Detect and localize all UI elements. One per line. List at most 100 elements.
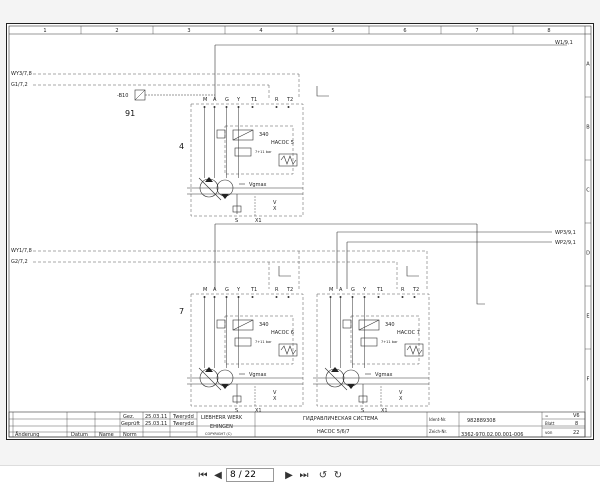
port-label: Y bbox=[236, 97, 241, 103]
small-label-v: V bbox=[273, 200, 277, 206]
rev-row-date-1: 25.03.11 bbox=[145, 414, 167, 420]
title-block: Gez. 25.03.11 Twerydd Geprüft 25.03.11 T… bbox=[8, 411, 586, 438]
signal-label-wy1: WY1/7,8 bbox=[11, 248, 32, 254]
small-label-v: V bbox=[273, 390, 277, 396]
first-page-icon[interactable]: ⏮ bbox=[198, 470, 208, 481]
column-number: 1 bbox=[43, 28, 46, 34]
small-label-x: X bbox=[273, 206, 277, 212]
rotate-left-icon[interactable]: ↺ bbox=[318, 470, 328, 481]
last-page-icon[interactable]: ⏭ bbox=[299, 470, 309, 481]
port-label: A bbox=[213, 97, 217, 103]
row-letter: A bbox=[586, 62, 590, 68]
ident-number: 982889308 bbox=[467, 418, 496, 424]
rev-row-date-2: 25.03.11 bbox=[145, 421, 167, 427]
port-label: G bbox=[351, 287, 355, 293]
vgmax-label: Vgmax bbox=[249, 182, 267, 188]
drawing-title: ГИДРАВЛИЧЕСКАЯ СИСТЕМА bbox=[303, 416, 378, 422]
rev-row-name-2: Twerydd bbox=[172, 421, 194, 427]
signal-label-g1: G1/7,2 bbox=[11, 82, 28, 88]
port-x1-label: X1 bbox=[255, 218, 262, 224]
footer-col-norm: Norm bbox=[123, 432, 137, 438]
pump-name: НАСОС 6 bbox=[271, 330, 294, 336]
signal-label-wy3: WY3/7,8 bbox=[11, 71, 32, 77]
row-letter: D bbox=[586, 251, 590, 257]
column-number: 8 bbox=[547, 28, 550, 34]
port-label: Y bbox=[236, 287, 241, 293]
valve-pressure: 340 bbox=[259, 322, 269, 328]
valve-pressure: 340 bbox=[259, 132, 269, 138]
port-label: A bbox=[339, 287, 343, 293]
port-label: M bbox=[329, 287, 333, 293]
company-name: LIEBHERR WERK bbox=[201, 415, 243, 421]
row-letter: E bbox=[586, 314, 589, 320]
drawing-subtitle: НАСОС 5/6/7 bbox=[317, 429, 350, 435]
signal-label-w1: W1/9,1 bbox=[555, 40, 573, 46]
footer-col-datum: Datum bbox=[71, 432, 88, 438]
port-label: A bbox=[213, 287, 217, 293]
port-s-label: S bbox=[235, 408, 238, 414]
ref-number-91: 91 bbox=[125, 109, 135, 118]
row-letter: B bbox=[586, 125, 590, 131]
copyright-note: COPYRIGHT (C) bbox=[205, 432, 232, 436]
port-label: T1 bbox=[250, 97, 257, 103]
prev-page-icon[interactable]: ◀ bbox=[214, 470, 222, 481]
rotate-right-icon[interactable]: ↻ bbox=[333, 470, 343, 481]
vgmax-label: Vgmax bbox=[375, 372, 393, 378]
sheet-of-label: von bbox=[545, 430, 553, 435]
port-x1-label: X1 bbox=[255, 408, 262, 414]
rev-row-label-2: Geprüft bbox=[121, 421, 140, 427]
port-label: R bbox=[401, 287, 405, 293]
valve-pressure: 340 bbox=[385, 322, 395, 328]
vgmax-label: Vgmax bbox=[249, 372, 267, 378]
port-label: T1 bbox=[376, 287, 383, 293]
column-number: 6 bbox=[403, 28, 406, 34]
sheet-label: Blatt bbox=[545, 421, 555, 426]
signal-label-g2: G2/7,2 bbox=[11, 259, 28, 265]
page-number-input[interactable] bbox=[226, 468, 274, 482]
rev-row-name-1: Twerydd bbox=[172, 414, 194, 420]
rev-row-label-1: Gez. bbox=[123, 414, 135, 420]
viewer-toolbar: ⏮ ◀ ▶ ⏭ ↺ ↻ bbox=[0, 465, 600, 486]
pump-name: НАСОС 5 bbox=[271, 140, 294, 146]
footer-col-aenderung: Änderung bbox=[15, 431, 39, 438]
footer-col-name: Name bbox=[99, 432, 114, 438]
port-label: T2 bbox=[412, 287, 419, 293]
port-label: T2 bbox=[286, 287, 293, 293]
group-number-7: 7 bbox=[179, 307, 184, 316]
sheet-number: 8 bbox=[575, 421, 578, 427]
small-label-x: X bbox=[399, 396, 403, 402]
port-label: T2 bbox=[286, 97, 293, 103]
column-number: 3 bbox=[187, 28, 190, 34]
row-letter: F bbox=[587, 377, 590, 383]
small-label-x: X bbox=[273, 396, 277, 402]
port-label: Y bbox=[362, 287, 367, 293]
pump-name: НАСОС 7 bbox=[397, 330, 420, 336]
cell-value-v6: V6 bbox=[573, 413, 580, 419]
drawing-number-label: Zeich-Nr. bbox=[429, 429, 447, 434]
port-x1-label: X1 bbox=[381, 408, 388, 414]
signal-label-wp3: WP3/9,1 bbox=[555, 230, 576, 236]
sheet-total: 22 bbox=[573, 430, 579, 436]
port-label: G bbox=[225, 287, 229, 293]
column-number: 4 bbox=[259, 28, 262, 34]
drawing-number: 3362-970.02.00.001-006 bbox=[461, 432, 523, 438]
column-number: 7 bbox=[475, 28, 478, 34]
pressure-note: 7+11 bar bbox=[255, 340, 272, 344]
port-label: G bbox=[225, 97, 229, 103]
pressure-note: 7+11 bar bbox=[381, 340, 398, 344]
next-page-icon[interactable]: ▶ bbox=[285, 470, 293, 481]
cell-label-eq: = bbox=[545, 413, 548, 418]
ident-label: Ident-Nr. bbox=[429, 417, 446, 422]
inner-frame bbox=[8, 25, 592, 438]
port-s-label: S bbox=[361, 408, 364, 414]
sensor-label: -B10 bbox=[117, 93, 128, 99]
group-number-4: 4 bbox=[179, 142, 184, 151]
port-label: R bbox=[275, 97, 279, 103]
port-label: R bbox=[275, 287, 279, 293]
